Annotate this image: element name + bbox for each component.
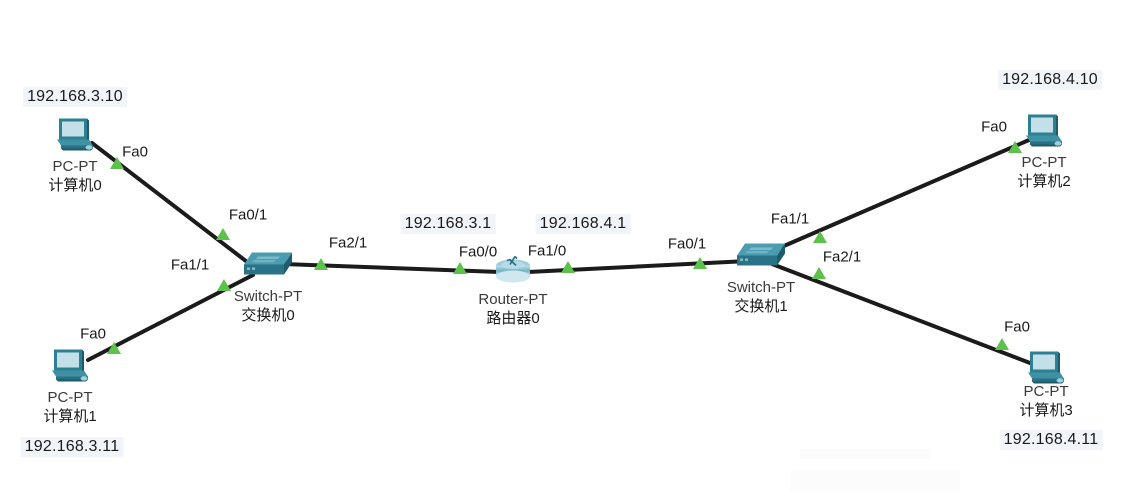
device-label-group: Switch-PT 交换机0 <box>234 287 302 325</box>
device-name-label: 计算机3 <box>1019 402 1073 419</box>
port-label: Fa0 <box>80 325 106 343</box>
port-label: Fa0 <box>1004 318 1030 336</box>
router-interface-ip-label: 192.168.4.1 <box>535 214 631 234</box>
device-model-label: Router-PT <box>478 291 548 308</box>
link-status-triangle-icon <box>812 267 826 279</box>
ip-address-label: 192.168.3.11 <box>20 437 124 457</box>
pc-icon[interactable] <box>1024 348 1068 393</box>
link-status-triangle-icon <box>813 231 827 243</box>
device-model-label: Switch-PT <box>726 279 796 296</box>
device-model-label: PC-PT <box>52 158 98 175</box>
pc-icon[interactable] <box>53 115 97 160</box>
ip-address-label: 192.168.3.10 <box>23 87 127 107</box>
link-status-triangle-icon <box>217 279 231 291</box>
switch-icon[interactable] <box>240 249 296 286</box>
link-status-triangle-icon <box>453 262 467 274</box>
device-name-label: 交换机1 <box>734 298 788 315</box>
canvas-artifact-2 <box>800 449 930 459</box>
pc-icon[interactable] <box>48 346 92 391</box>
device-name-label: 计算机1 <box>43 408 97 425</box>
port-label: Fa2/1 <box>328 234 368 252</box>
port-label: Fa0 <box>122 143 148 161</box>
link-status-triangle-icon <box>216 228 230 240</box>
ip-address-label: 192.168.4.11 <box>999 430 1103 450</box>
router-interface-ip-label: 192.168.3.1 <box>400 214 496 234</box>
port-label: Fa0 <box>981 118 1007 136</box>
device-label-group: PC-PT 计算机3 <box>1019 382 1072 420</box>
device-label-group: PC-PT 计算机2 <box>1017 153 1070 191</box>
device-model-label: PC-PT <box>1021 154 1067 171</box>
link-status-triangle-icon <box>561 261 575 273</box>
device-name-label: 计算机0 <box>48 177 102 194</box>
port-label: Fa0/0 <box>458 243 498 261</box>
ip-address-label: 192.168.4.10 <box>998 70 1102 90</box>
network-link[interactable] <box>768 138 1031 254</box>
device-name-label: 计算机2 <box>1017 173 1071 190</box>
device-label-group: PC-PT 计算机0 <box>48 157 101 195</box>
canvas-artifact-1 <box>790 470 960 492</box>
port-label: Fa0/1 <box>667 235 707 253</box>
link-status-triangle-icon <box>995 338 1009 350</box>
port-label: Fa2/1 <box>822 248 862 266</box>
device-model-label: Switch-PT <box>233 288 303 305</box>
device-label-group: Router-PT 路由器0 <box>478 290 547 328</box>
port-label: Fa1/1 <box>770 210 810 228</box>
link-status-triangle-icon <box>107 342 121 354</box>
port-label: Fa1/0 <box>527 242 567 260</box>
link-status-triangle-icon <box>314 258 328 270</box>
device-name-label: 路由器0 <box>486 310 540 327</box>
port-label: Fa1/1 <box>170 256 210 274</box>
pc-icon[interactable] <box>1022 111 1066 156</box>
link-status-triangle-icon <box>110 157 124 169</box>
device-name-label: 交换机0 <box>241 307 295 324</box>
device-model-label: PC-PT <box>47 389 93 406</box>
network-link[interactable] <box>770 262 1032 365</box>
link-status-triangle-icon <box>1008 141 1022 153</box>
device-model-label: PC-PT <box>1023 383 1069 400</box>
device-label-group: PC-PT 计算机1 <box>43 388 96 426</box>
link-status-triangle-icon <box>693 257 707 269</box>
device-label-group: Switch-PT 交换机1 <box>727 278 795 316</box>
switch-icon[interactable] <box>733 240 789 277</box>
router-icon[interactable] <box>488 253 538 292</box>
port-label: Fa0/1 <box>228 206 268 224</box>
